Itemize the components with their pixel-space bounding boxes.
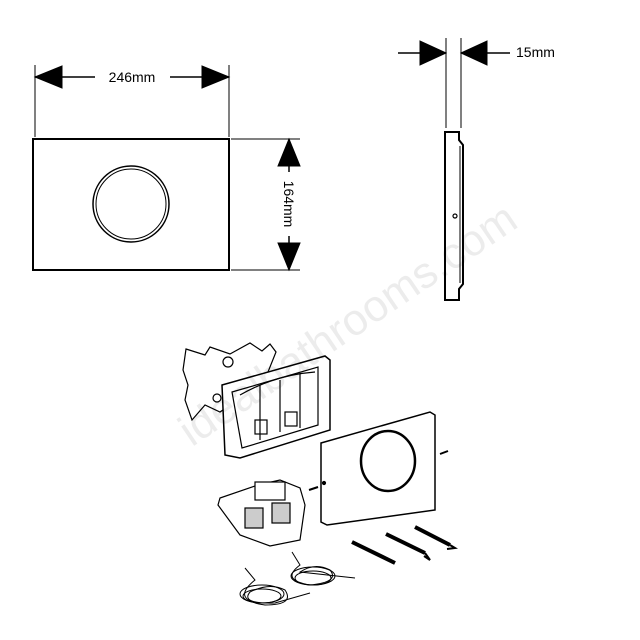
cables	[239, 551, 356, 606]
flush-plate-side	[444, 131, 464, 301]
exploded-view	[182, 342, 458, 606]
sensor-ring-outer	[92, 165, 170, 243]
screw	[308, 486, 319, 491]
installation-frame	[221, 355, 331, 459]
width-dimension-arrow	[33, 65, 231, 89]
front-view	[32, 65, 301, 272]
height-dimension-arrow	[277, 137, 301, 272]
sensor-ring-inner	[95, 168, 167, 240]
electronics-module	[217, 479, 306, 547]
width-label: 246mm	[109, 69, 156, 85]
depth-dimension-arrow	[398, 40, 510, 66]
flush-plate-front	[32, 138, 230, 271]
depth-label: 15mm	[516, 44, 555, 60]
screw	[439, 450, 449, 455]
extension-rods	[351, 525, 458, 565]
cover-sensor-ring	[359, 429, 417, 493]
height-label: 164mm	[281, 181, 297, 228]
cover-plate	[320, 411, 436, 526]
side-view	[398, 38, 510, 301]
